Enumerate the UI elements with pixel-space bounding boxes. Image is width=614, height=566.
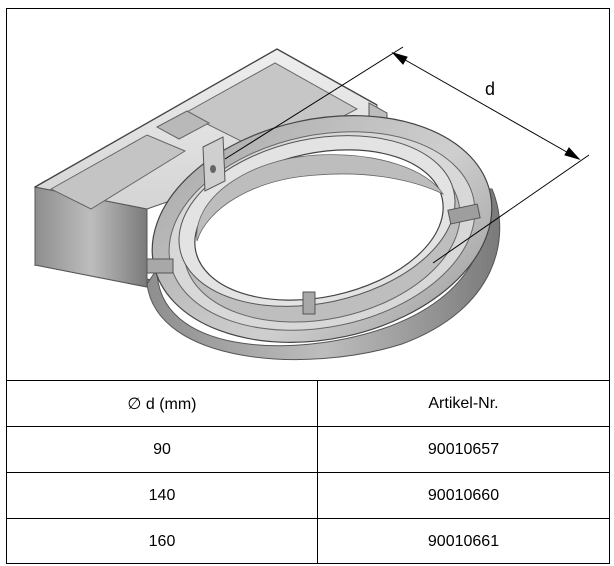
- diameter-cell: 140: [7, 472, 318, 519]
- table-row: 90 90010657: [7, 426, 609, 473]
- header-diameter: ∅ d (mm): [7, 381, 318, 427]
- dimension-d: [224, 46, 590, 264]
- pipe-clamp-drawing: d: [33, 46, 590, 361]
- article-number-cell: 90010660: [317, 472, 609, 519]
- clamp-ring: [146, 115, 501, 361]
- header-article-number: Artikel-Nr.: [317, 381, 609, 427]
- diameter-cell: 90: [7, 426, 318, 473]
- diameter-cell: 160: [7, 518, 318, 564]
- table-row: 160 90010661: [7, 518, 609, 564]
- dimension-label: d: [485, 79, 495, 99]
- article-number-cell: 90010657: [317, 426, 609, 473]
- article-table: ∅ d (mm) Artikel-Nr. 90 90010657 140 900…: [7, 381, 609, 564]
- article-number-cell: 90010661: [317, 518, 609, 564]
- product-sheet: d ∅ d (mm) Artikel-Nr. 90 90010657 140 9…: [6, 8, 610, 564]
- back-plate: [33, 48, 388, 288]
- pipe-clamp-figure: d: [7, 9, 609, 381]
- table-row: 140 90010660: [7, 472, 609, 519]
- table-header-row: ∅ d (mm) Artikel-Nr.: [7, 381, 609, 427]
